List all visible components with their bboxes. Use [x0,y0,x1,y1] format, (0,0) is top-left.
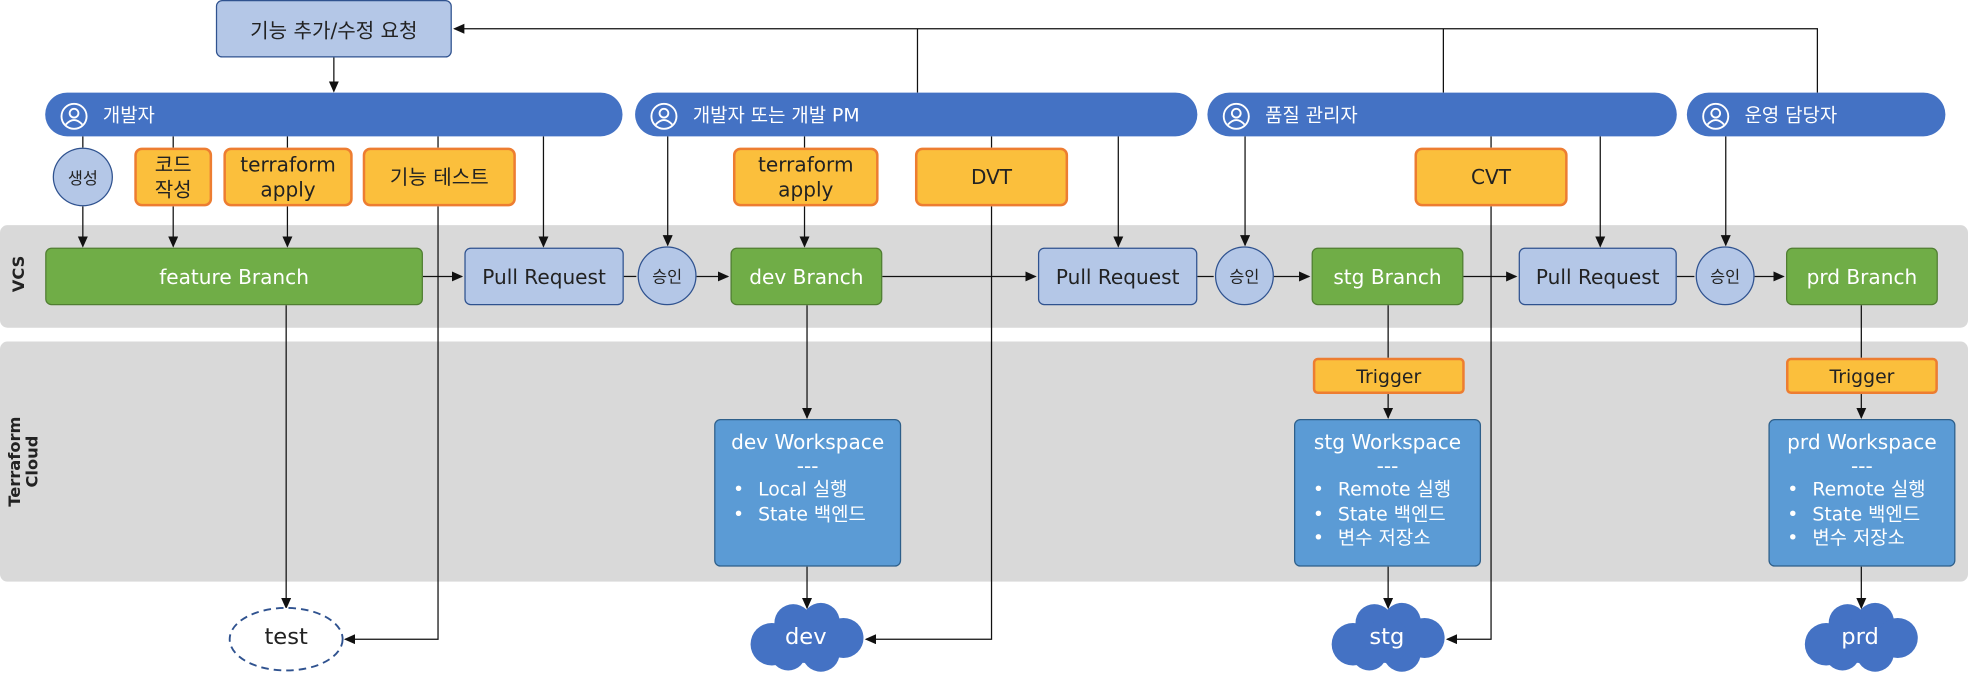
workspace-item: 변수 저장소 [1295,527,1479,551]
trigger-stg: Trigger [1312,357,1465,395]
user-icon [1222,102,1250,130]
prd-environment-label: prd [1841,624,1879,651]
role-quality-manager: 품질 관리자 [1207,92,1677,137]
task-function-test: 기능 테스트 [362,147,516,207]
dev-environment-label: dev [784,624,827,651]
dev-cloud-icon [750,602,864,672]
workspace-item: State 백엔드 [715,502,899,526]
stg-cloud-icon [1331,602,1445,672]
task-create: 생성 [52,147,113,207]
feature-request-box: 기능 추가/수정 요청 [215,0,452,58]
workspace-item: State 백엔드 [1770,502,1954,526]
task-write-code: 코드 작성 [134,147,213,207]
stg-workspace-title: stg Workspace [1313,430,1462,455]
user-icon [60,102,88,130]
pull-request-1: Pull Request [464,247,624,306]
feature-branch: feature Branch [45,247,423,306]
task-cvt: CVT [1414,147,1568,207]
test-environment-label: test [264,624,308,651]
workspace-item: Local 실행 [715,478,899,502]
prd-cloud-icon [1804,602,1918,672]
stg-branch: stg Branch [1311,247,1464,306]
dev-workspace: dev Workspace --- Local 실행 State 백엔드 [714,419,902,567]
workspace-item: Remote 실행 [1770,478,1954,502]
task-terraform-apply-label: terraform apply [240,151,336,201]
prd-branch: prd Branch [1786,247,1938,306]
prd-workspace: prd Workspace --- Remote 실행 State 백엔드 변수… [1768,419,1956,567]
workspace-item: 변수 저장소 [1770,527,1954,551]
approval-1: 승인 [637,246,697,306]
role-label: 개발자 [102,103,155,127]
workspace-item: State 백엔드 [1295,502,1479,526]
task-terraform-apply-dev: terraform apply [223,147,353,207]
role-label: 운영 담당자 [1744,103,1838,127]
role-developer-or-pm: 개발자 또는 개발 PM [635,92,1198,137]
role-developer: 개발자 [45,92,623,137]
task-terraform-apply-label: terraform apply [758,151,854,201]
workspace-item: Remote 실행 [1295,478,1479,502]
dev-workspace-title: dev Workspace [731,430,885,455]
task-terraform-apply-pm: terraform apply [732,147,879,207]
workspace-separator: --- [1851,454,1873,478]
role-label: 품질 관리자 [1265,103,1358,127]
terraform-cloud-lane [0,341,1968,582]
dev-branch: dev Branch [730,247,883,306]
pull-request-3: Pull Request [1518,247,1677,306]
stg-environment-label: stg [1369,624,1405,651]
approval-3: 승인 [1695,246,1755,306]
approval-2: 승인 [1214,246,1274,306]
user-icon [1702,102,1730,130]
pull-request-2: Pull Request [1037,247,1198,306]
trigger-prd: Trigger [1786,357,1938,395]
task-write-code-label: 코드 작성 [154,151,192,201]
task-dvt: DVT [914,147,1069,207]
stg-workspace: stg Workspace --- Remote 실행 State 백엔드 변수… [1294,419,1482,567]
workspace-separator: --- [1376,454,1399,478]
workspace-separator: --- [796,454,819,478]
test-environment-cloud [228,606,344,672]
role-label: 개발자 또는 개발 PM [692,103,860,127]
role-operations: 운영 담당자 [1686,92,1946,137]
user-icon [650,102,678,130]
prd-workspace-title: prd Workspace [1787,430,1937,455]
